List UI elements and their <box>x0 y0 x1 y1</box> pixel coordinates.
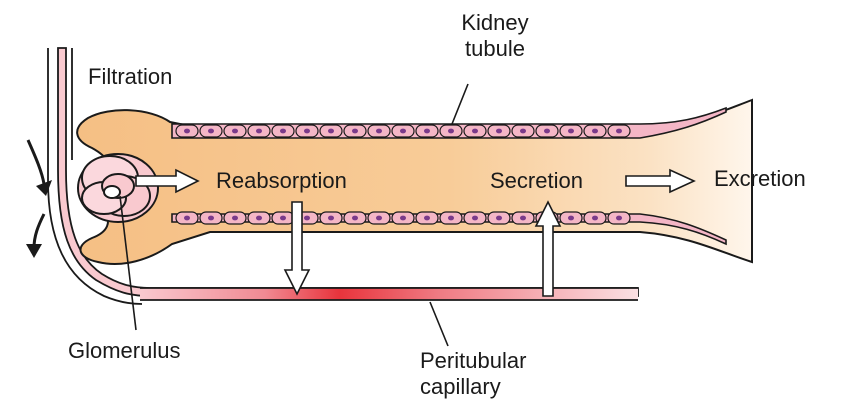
peritubular-label-line1: Peritubular <box>420 348 526 374</box>
cell-nucleus <box>592 129 598 134</box>
peritubular-capillary-label: Peritubular capillary <box>420 348 526 400</box>
cell-nucleus <box>592 216 598 221</box>
blood-flow-arrows <box>28 140 44 248</box>
cell-nucleus <box>304 129 310 134</box>
cell-nucleus <box>304 216 310 221</box>
cell-nucleus <box>472 129 478 134</box>
peritubular-label-line2: capillary <box>420 374 526 400</box>
cell-nucleus <box>400 216 406 221</box>
cell-nucleus <box>400 129 406 134</box>
excretion-label: Excretion <box>714 166 806 192</box>
cell-nucleus <box>208 129 214 134</box>
cell-nucleus <box>616 129 622 134</box>
cell-nucleus <box>232 129 238 134</box>
glomerulus <box>78 154 158 222</box>
cell-nucleus <box>496 129 502 134</box>
cell-nucleus <box>280 216 286 221</box>
cell-nucleus <box>376 216 382 221</box>
cell-nucleus <box>352 129 358 134</box>
cell-nucleus <box>448 216 454 221</box>
cell-nucleus <box>424 129 430 134</box>
arrow-head-out <box>26 244 42 258</box>
cell-nucleus <box>544 129 550 134</box>
peritubular-leader <box>430 302 448 346</box>
secretion-label: Secretion <box>490 168 583 194</box>
kidney-tubule-label-line1: Kidney <box>440 10 550 36</box>
reabsorption-label: Reabsorption <box>216 168 347 194</box>
cell-nucleus <box>448 129 454 134</box>
cell-nucleus <box>256 216 262 221</box>
cell-nucleus <box>184 129 190 134</box>
cell-nucleus <box>616 216 622 221</box>
glomerulus-label: Glomerulus <box>68 338 180 364</box>
cell-nucleus <box>520 216 526 221</box>
kidney-tubule-label: Kidney tubule <box>440 10 550 62</box>
cell-nucleus <box>352 216 358 221</box>
cell-nucleus <box>328 129 334 134</box>
cell-nucleus <box>496 216 502 221</box>
cell-nucleus <box>184 216 190 221</box>
cell-nucleus <box>208 216 214 221</box>
cell-nucleus <box>424 216 430 221</box>
cell-nucleus <box>256 129 262 134</box>
cell-nucleus <box>328 216 334 221</box>
cell-nucleus <box>472 216 478 221</box>
cell-nucleus <box>376 129 382 134</box>
kidney-tubule-label-line2: tubule <box>440 36 550 62</box>
cell-nucleus <box>520 129 526 134</box>
cell-nucleus <box>568 129 574 134</box>
cell-nucleus <box>232 216 238 221</box>
cell-nucleus <box>280 129 286 134</box>
cell-nucleus <box>568 216 574 221</box>
kidney-tubule-leader <box>452 84 468 124</box>
filtration-label: Filtration <box>88 64 172 90</box>
